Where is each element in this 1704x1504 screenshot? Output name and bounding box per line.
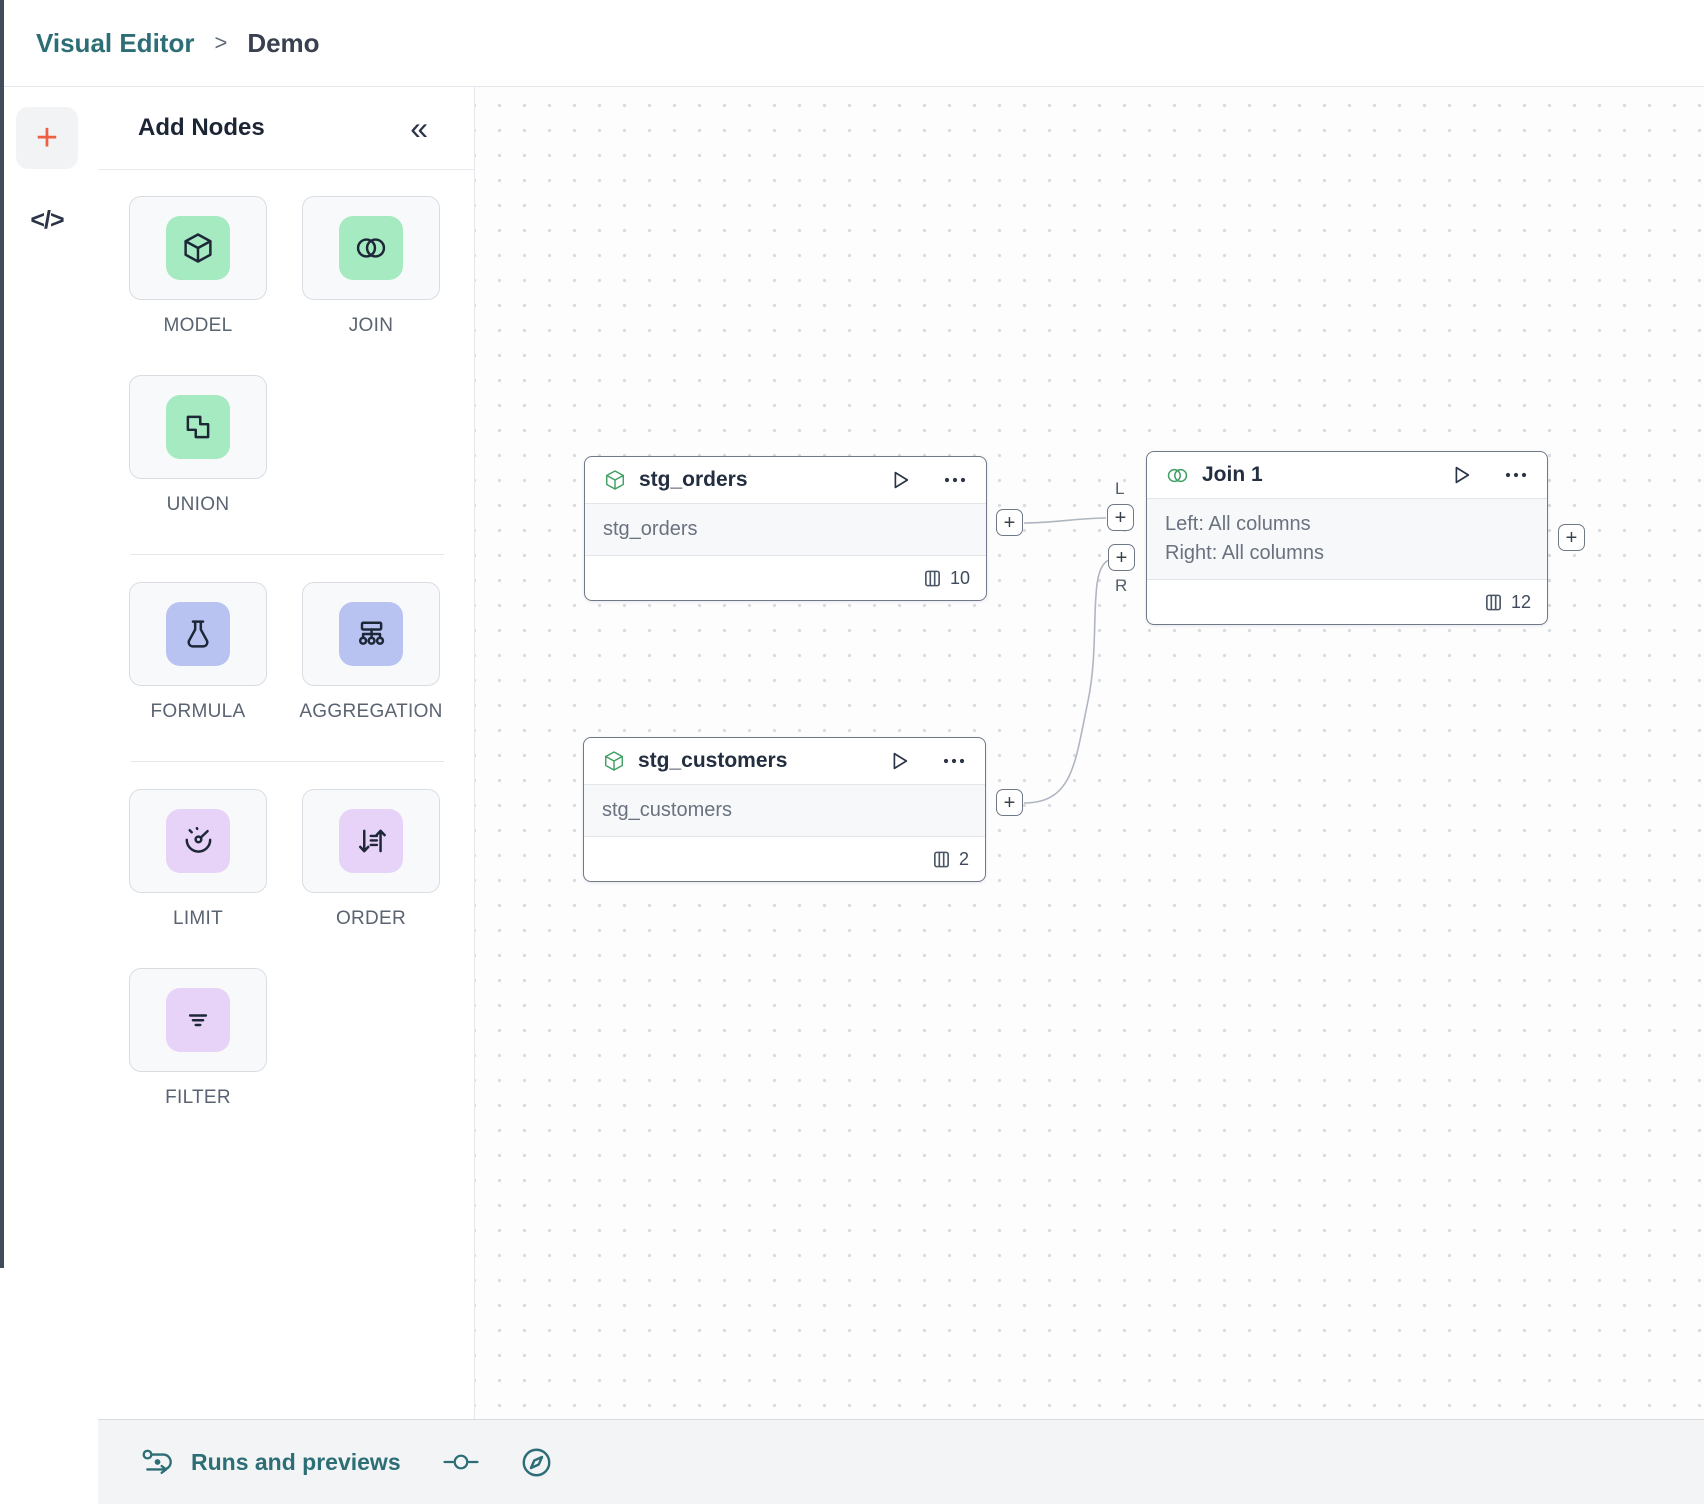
commit-icon[interactable]: [443, 1451, 479, 1473]
edge-stg-customers-to-join-right: [1023, 559, 1110, 804]
tile-filter[interactable]: FILTER: [129, 968, 267, 1109]
union-squares-icon: [186, 415, 210, 439]
sort-arrows-icon: [358, 829, 386, 853]
edge-stg-orders-to-join-left: [1023, 517, 1107, 524]
runs-and-previews-button[interactable]: Runs and previews: [142, 1447, 401, 1477]
columns-icon: [925, 570, 940, 586]
tile-limit[interactable]: LIMIT: [129, 789, 267, 930]
join-config: Left: All columns Right: All columns: [1147, 498, 1547, 580]
tile-model[interactable]: MODEL: [129, 196, 267, 337]
node-more-options-icon[interactable]: [942, 467, 968, 493]
column-count: 2: [958, 848, 969, 869]
tile-row: FILTER: [129, 968, 446, 1109]
run-node-play-icon[interactable]: [887, 748, 911, 774]
tile-row: FORMULA AGGREGATION: [129, 582, 446, 723]
model-cube-icon: [605, 751, 623, 771]
status-bar: Runs and previews: [98, 1419, 1704, 1504]
node-header: stg_customers: [584, 738, 985, 784]
tile-label: MODEL: [163, 315, 233, 336]
node-header: stg_orders: [585, 457, 986, 503]
node-title: stg_orders: [639, 468, 748, 491]
tile-label: ORDER: [335, 908, 407, 929]
runs-and-previews-label: Runs and previews: [191, 1448, 401, 1475]
compass-icon[interactable]: [521, 1447, 552, 1478]
tile-label: AGGREGATION: [299, 701, 443, 722]
tile-label: FILTER: [165, 1087, 231, 1108]
columns-icon: [934, 851, 949, 867]
window-left-edge: [0, 0, 4, 1268]
breadcrumb-root-link[interactable]: Visual Editor: [36, 27, 195, 58]
cube-icon: [184, 233, 212, 263]
node-title: stg_customers: [638, 749, 788, 772]
join-circles-icon: [356, 238, 386, 258]
node-source-name: stg_customers: [584, 784, 985, 837]
node-stg-customers[interactable]: stg_customers stg_customers 2: [583, 737, 986, 882]
node-more-options-icon[interactable]: [941, 748, 967, 774]
column-count: 12: [1510, 591, 1531, 612]
flow-canvas[interactable]: stg_orders stg_orders 10: [475, 87, 1704, 1419]
run-node-play-icon[interactable]: [888, 467, 912, 493]
add-nodes-panel-header: Add Nodes «: [98, 87, 474, 170]
node-footer: 12: [1147, 580, 1547, 624]
column-count: 10: [949, 567, 970, 588]
stg-orders-output-handle[interactable]: +: [996, 509, 1023, 536]
run-node-play-icon[interactable]: [1449, 462, 1473, 488]
panel-group-divider: [131, 761, 444, 762]
node-stg-orders[interactable]: stg_orders stg_orders 10: [584, 456, 987, 601]
left-toolbar: + </>: [4, 87, 98, 1504]
flask-icon: [187, 620, 209, 648]
tile-label: FORMULA: [150, 701, 246, 722]
tile-join[interactable]: JOIN: [302, 196, 440, 337]
aggregation-tree-icon: [358, 621, 385, 645]
node-more-options-icon[interactable]: [1503, 462, 1529, 488]
add-node-button[interactable]: +: [16, 107, 78, 169]
tile-label: LIMIT: [172, 908, 224, 929]
tile-formula[interactable]: FORMULA: [129, 582, 267, 723]
join-left-input-handle[interactable]: +: [1107, 504, 1134, 531]
collapse-panel-icon[interactable]: «: [410, 110, 428, 146]
filter-lines-icon: [188, 1014, 208, 1027]
tile-order[interactable]: ORDER: [302, 789, 440, 930]
tile-row: MODEL JOIN: [129, 196, 446, 337]
stg-customers-output-handle[interactable]: +: [996, 789, 1023, 816]
top-header: Visual Editor > Demo: [0, 0, 1704, 87]
tile-union[interactable]: UNION: [129, 375, 267, 516]
tile-aggregation[interactable]: AGGREGATION: [299, 582, 443, 723]
join-left-config: Left: All columns: [1165, 513, 1311, 535]
panel-group-divider: [131, 554, 444, 555]
add-nodes-panel: Add Nodes « MODEL: [98, 87, 475, 1419]
code-view-button[interactable]: </>: [30, 205, 64, 234]
breadcrumb-separator: >: [214, 30, 228, 55]
join-right-input-handle[interactable]: +: [1108, 544, 1135, 571]
runs-workflow-icon: [142, 1449, 172, 1475]
tile-row: UNION: [129, 375, 446, 516]
join-left-port-label: L: [1115, 479, 1125, 498]
tile-label: UNION: [166, 494, 230, 515]
add-nodes-panel-body: MODEL JOIN: [98, 170, 474, 1109]
node-join-1[interactable]: Join 1 Left: All columns Right: All colu…: [1146, 451, 1548, 625]
join-circles-icon: [1167, 468, 1188, 482]
node-header: Join 1: [1147, 452, 1547, 498]
join-output-handle[interactable]: +: [1558, 524, 1585, 551]
node-source-name: stg_orders: [585, 503, 986, 556]
join-right-port-label: R: [1115, 576, 1128, 595]
node-footer: 10: [585, 556, 986, 600]
gauge-icon: [185, 826, 212, 853]
tile-label: JOIN: [348, 315, 394, 336]
model-cube-icon: [606, 470, 624, 490]
columns-icon: [1486, 594, 1501, 610]
node-title: Join 1: [1202, 463, 1263, 486]
tile-row: LIMIT ORDER: [129, 789, 446, 930]
panel-title: Add Nodes: [138, 114, 265, 141]
breadcrumb-current: Demo: [247, 27, 320, 58]
node-footer: 2: [584, 837, 985, 881]
join-right-config: Right: All columns: [1165, 542, 1324, 564]
